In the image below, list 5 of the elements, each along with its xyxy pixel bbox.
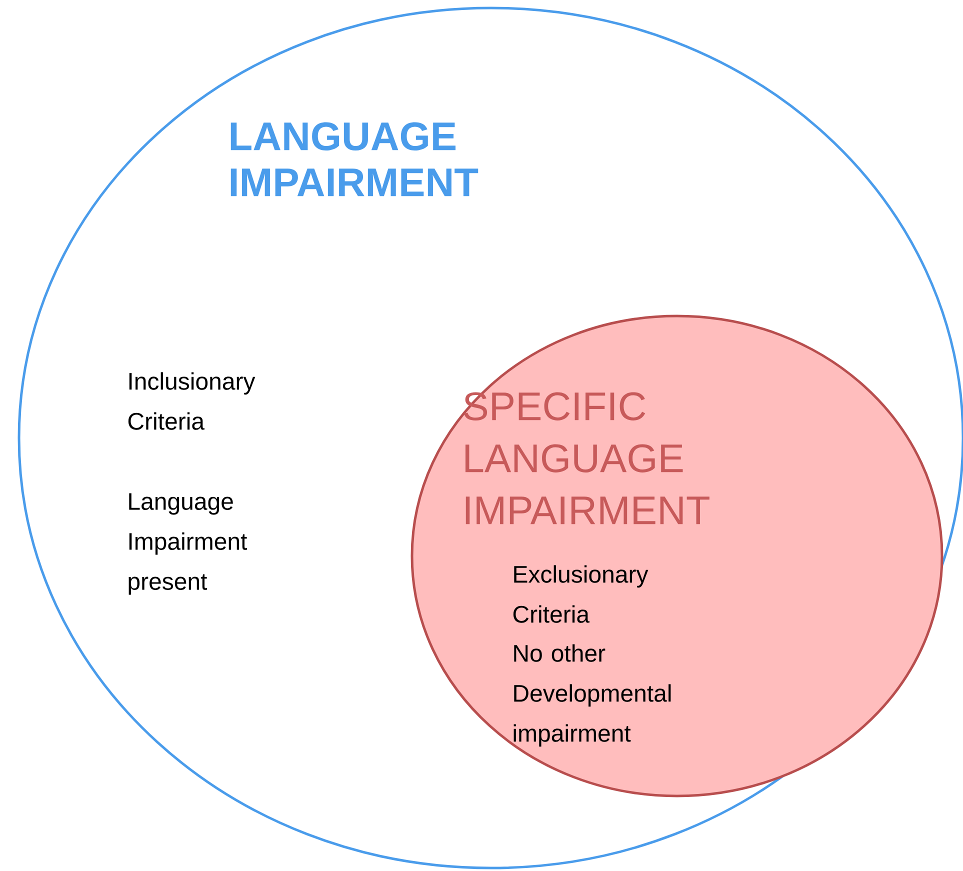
heading: LANGUAGE IMPAIRMENT [230,122,478,196]
criteria-label: Exclusionary Criteria [513,565,648,623]
criteria-text: No other Developmental impairment [514,644,671,747]
criteria-label: Inclusionary Criteria [128,372,256,430]
criteria-text: Language Impairment present [128,493,248,595]
